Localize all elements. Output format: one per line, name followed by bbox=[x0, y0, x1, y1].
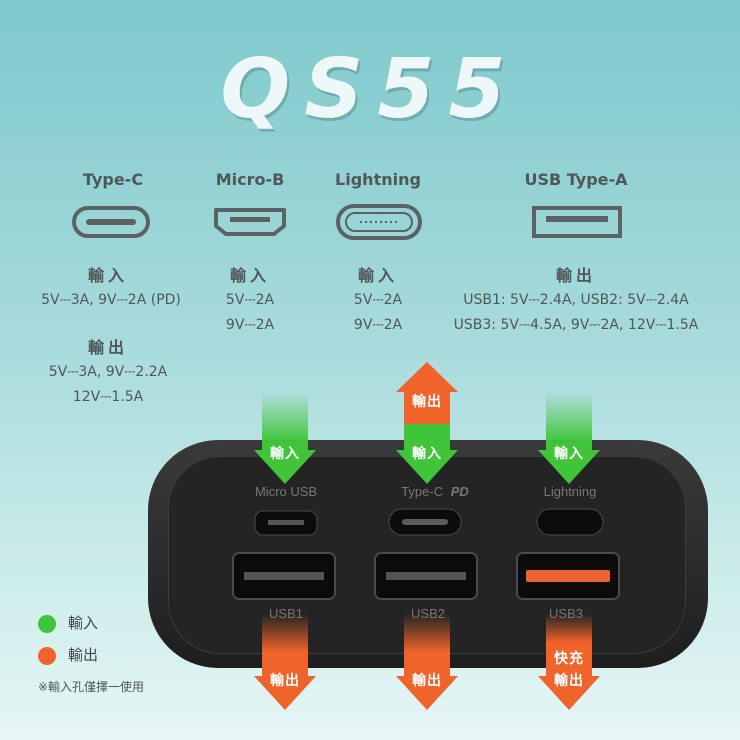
direction-label: 輸入 bbox=[357, 266, 398, 285]
spec-line: 5V⎓2A bbox=[225, 292, 275, 308]
legend-output-label: 輸出 bbox=[68, 646, 99, 664]
input-arrow-label: 輸入 bbox=[270, 446, 300, 462]
input-arrow-label: 輸入 bbox=[412, 446, 442, 462]
usb-a-port-icon bbox=[532, 206, 622, 238]
column-type-c: Type-C bbox=[38, 170, 188, 189]
micro-usb-port bbox=[254, 510, 318, 536]
spec-line: USB3: 5V⎓4.5A, 9V⎓2A, 12V⎓1.5A bbox=[453, 317, 699, 333]
output-arrow-usb3 bbox=[538, 614, 600, 710]
column-usb-type-a: USB Type-A bbox=[496, 170, 656, 189]
spec-line: USB1: 5V⎓2.4A, USB2: 5V⎓2.4A bbox=[463, 292, 689, 308]
output-arrow-label: 輸出 bbox=[270, 673, 300, 689]
input-color-dot bbox=[38, 614, 56, 633]
spec-line: 5V⎓3A, 9V⎓2A (PD) bbox=[41, 292, 181, 308]
port-header: USB Type-A bbox=[524, 170, 628, 189]
port-header: Micro-B bbox=[215, 170, 285, 189]
output-arrow-usb2 bbox=[396, 614, 458, 710]
pd-logo-icon: PD bbox=[450, 484, 469, 499]
type-c-port-icon bbox=[72, 206, 150, 238]
spec-line: 5V⎓2A bbox=[353, 292, 403, 308]
input-arrow-micro-usb bbox=[254, 392, 316, 484]
direction-label: 輸入 bbox=[87, 266, 128, 285]
product-title: QS55 bbox=[220, 42, 520, 137]
port-label-lightning: Lightning bbox=[543, 484, 597, 499]
output-color-dot bbox=[38, 646, 56, 665]
output-arrow-type-c bbox=[396, 362, 458, 424]
legend-input-label: 輸入 bbox=[68, 614, 99, 632]
direction-label: 輸出 bbox=[87, 338, 128, 357]
usb1-port bbox=[232, 552, 336, 600]
port-label-type-c: Type-C PD bbox=[380, 484, 490, 499]
column-micro-b: Micro-B bbox=[200, 170, 300, 189]
output-arrow-usb1 bbox=[254, 614, 316, 710]
usb2-port bbox=[374, 552, 478, 600]
port-header: Type-C bbox=[82, 170, 144, 189]
column-lightning: Lightning bbox=[318, 170, 438, 189]
lightning-port bbox=[536, 508, 604, 536]
legend-input: 輸入 bbox=[38, 612, 98, 633]
lightning-port-icon bbox=[336, 204, 422, 240]
port-label-micro-usb: Micro USB bbox=[254, 484, 318, 499]
spec-line: 5V⎓3A, 9V⎓2.2A bbox=[48, 364, 168, 380]
direction-label: 輸入 bbox=[229, 266, 270, 285]
spec-line: 9V⎓2A bbox=[225, 317, 275, 333]
legend-output: 輸出 bbox=[38, 644, 98, 665]
input-arrow-lightning bbox=[538, 392, 600, 484]
type-c-label: Type-C bbox=[401, 484, 444, 499]
usage-note: ※輸入孔僅擇一使用 bbox=[38, 680, 145, 694]
usb3-port bbox=[516, 552, 620, 600]
spec-line: 9V⎓2A bbox=[353, 317, 403, 333]
micro-b-port-icon bbox=[214, 208, 286, 236]
fast-charge-label: 快充 bbox=[554, 651, 584, 667]
port-header: Lightning bbox=[335, 170, 421, 189]
input-arrow-label: 輸入 bbox=[554, 446, 584, 462]
input-arrow-type-c bbox=[396, 420, 458, 484]
output-arrow-label: 輸出 bbox=[412, 394, 442, 410]
direction-label: 輸出 bbox=[555, 266, 596, 285]
output-arrow-label: 輸出 bbox=[554, 673, 584, 689]
output-arrow-label: 輸出 bbox=[412, 673, 442, 689]
type-c-port bbox=[388, 508, 462, 536]
spec-line: 12V⎓1.5A bbox=[72, 389, 144, 405]
